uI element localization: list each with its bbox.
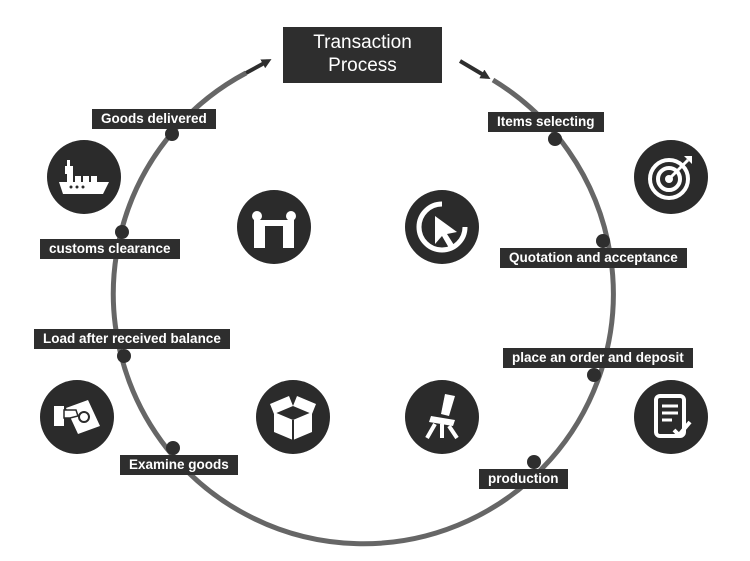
arrow-to-title — [245, 59, 272, 75]
step-label-load-balance: Load after received balance — [34, 329, 230, 349]
target-icon — [634, 140, 708, 214]
step-label-customs: customs clearance — [40, 239, 180, 259]
step-dot — [596, 234, 610, 248]
cursor-click-icon — [405, 190, 479, 264]
step-dot — [587, 368, 601, 382]
checklist-icon — [634, 380, 708, 454]
step-dot — [548, 132, 562, 146]
title-line-2: Process — [328, 55, 397, 76]
step-dot — [117, 349, 131, 363]
step-dot — [165, 127, 179, 141]
gate-icon — [237, 190, 311, 264]
cash-hand-icon — [40, 380, 114, 454]
step-label-production: production — [479, 469, 568, 489]
chair-icon — [405, 380, 479, 454]
title-line-1: Transaction — [313, 32, 412, 53]
step-label-items-selecting: Items selecting — [488, 112, 604, 132]
step-label-quotation: Quotation and acceptance — [500, 248, 687, 268]
step-dot — [166, 441, 180, 455]
arrow-from-title — [458, 59, 491, 80]
step-label-goods-delivered: Goods delivered — [92, 109, 216, 129]
ship-icon — [47, 140, 121, 214]
step-dot — [115, 225, 129, 239]
title-box: Transaction Process — [283, 27, 442, 83]
step-label-examine-goods: Examine goods — [120, 455, 238, 475]
open-box-icon — [256, 380, 330, 454]
step-dot — [527, 455, 541, 469]
step-label-order-deposit: place an order and deposit — [503, 348, 693, 368]
